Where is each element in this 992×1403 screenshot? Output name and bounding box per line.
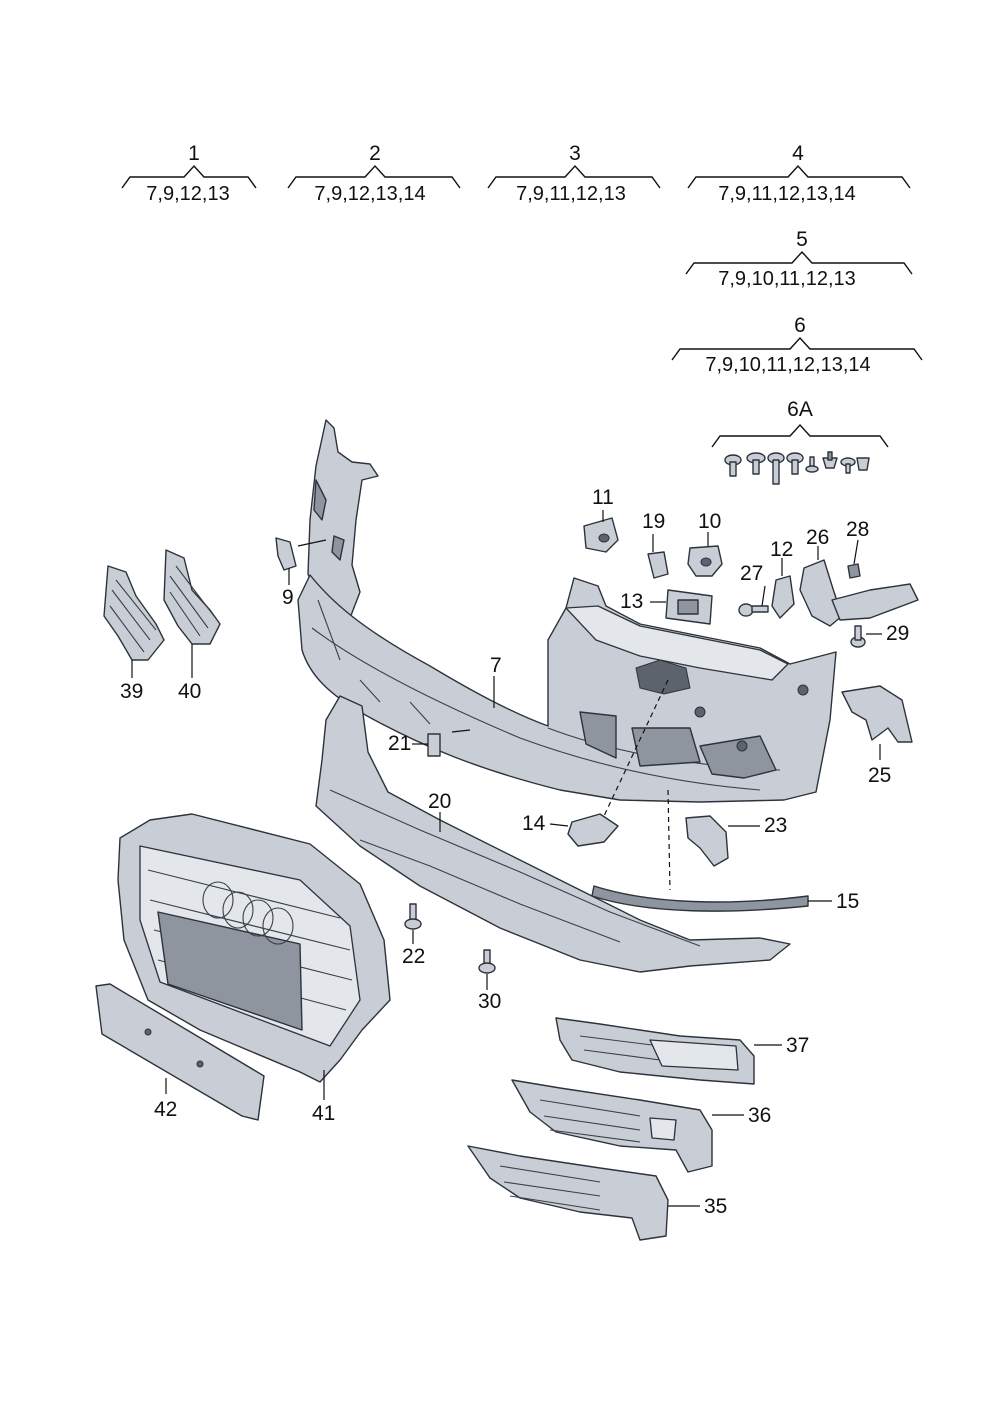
plate-13 xyxy=(665,589,713,625)
callout-23: 23 xyxy=(764,814,787,837)
screw-22 xyxy=(404,903,422,930)
support-20 xyxy=(315,695,791,973)
bracket-26 xyxy=(799,559,843,627)
fastener-set-6a xyxy=(724,451,870,485)
callout-15: 15 xyxy=(836,890,859,913)
callout-22: 22 xyxy=(402,945,425,968)
callout-14: 14 xyxy=(522,812,546,835)
air-guide-40 xyxy=(163,549,221,645)
group-5: 5 7,9,10,11,12,13 xyxy=(685,228,913,290)
bracket-right xyxy=(831,583,919,621)
bracket-11 xyxy=(583,517,619,553)
callout-42: 42 xyxy=(154,1098,177,1121)
plug-cap xyxy=(275,537,297,571)
group-3-list: 7,9,11,12,13 xyxy=(516,183,626,205)
trim-strip-15 xyxy=(591,885,809,912)
callout-37: 37 xyxy=(786,1034,809,1057)
callout-28: 28 xyxy=(846,518,869,541)
screw-27 xyxy=(738,603,769,617)
grille-41 xyxy=(117,813,391,1083)
group-4: 4 7,9,11,12,13,14 xyxy=(687,142,911,205)
clip-28 xyxy=(847,563,861,579)
callout-40: 40 xyxy=(178,680,201,703)
screw-29 xyxy=(850,625,866,648)
callout-21: 21 xyxy=(388,732,411,755)
callout-41: 41 xyxy=(312,1102,335,1125)
group-1-number: 1 xyxy=(188,142,200,165)
callout-9: 9 xyxy=(282,586,294,609)
callout-25: 25 xyxy=(868,764,891,787)
group-5-list: 7,9,10,11,12,13 xyxy=(718,268,856,290)
callout-7: 7 xyxy=(490,654,502,677)
group-1: 1 7,9,12,13 xyxy=(121,142,257,205)
bracket-25 xyxy=(841,685,913,743)
bracket-23 xyxy=(685,815,729,867)
clip-19 xyxy=(647,551,669,579)
guide-12 xyxy=(771,575,795,619)
grille-35 xyxy=(467,1145,669,1241)
clip-21 xyxy=(427,733,441,757)
grille-36 xyxy=(511,1079,713,1173)
callout-12: 12 xyxy=(770,538,793,561)
group-6a-number: 6A xyxy=(787,398,813,421)
callout-35: 35 xyxy=(704,1195,727,1218)
callout-36: 36 xyxy=(748,1104,771,1127)
callout-29: 29 xyxy=(886,622,909,645)
cap-14 xyxy=(567,813,619,847)
group-2-list: 7,9,12,13,14 xyxy=(314,183,425,205)
grille-37 xyxy=(555,1017,755,1085)
callout-20: 20 xyxy=(428,790,451,813)
group-2-number: 2 xyxy=(369,142,381,165)
group-6a: 6A xyxy=(711,398,889,448)
group-6-number: 6 xyxy=(794,314,806,337)
group-6-list: 7,9,10,11,12,13,14 xyxy=(705,354,870,376)
callout-11: 11 xyxy=(592,486,614,509)
screw-30 xyxy=(478,949,496,974)
callout-10: 10 xyxy=(698,510,721,533)
leader-lines xyxy=(131,510,882,1207)
callout-13: 13 xyxy=(620,590,643,613)
callout-39: 39 xyxy=(120,680,143,703)
callout-27: 27 xyxy=(740,562,763,585)
group-4-list: 7,9,11,12,13,14 xyxy=(718,183,856,205)
group-1-list: 7,9,12,13 xyxy=(146,183,229,205)
group-2: 2 7,9,12,13,14 xyxy=(287,142,461,205)
callout-labels: 7 9 10 11 12 13 14 15 19 20 21 22 23 25 … xyxy=(120,486,909,1218)
group-6: 6 7,9,10,11,12,13,14 xyxy=(671,314,923,376)
air-guide-39 xyxy=(103,565,165,661)
group-4-number: 4 xyxy=(792,142,804,165)
holder-10 xyxy=(687,545,723,577)
group-5-number: 5 xyxy=(796,228,808,251)
group-3: 3 7,9,11,12,13 xyxy=(487,142,661,205)
group-3-number: 3 xyxy=(569,142,581,165)
callout-26: 26 xyxy=(806,526,829,549)
plate-mount-42 xyxy=(95,983,265,1121)
callout-30: 30 xyxy=(478,990,501,1013)
callout-19: 19 xyxy=(642,510,665,533)
